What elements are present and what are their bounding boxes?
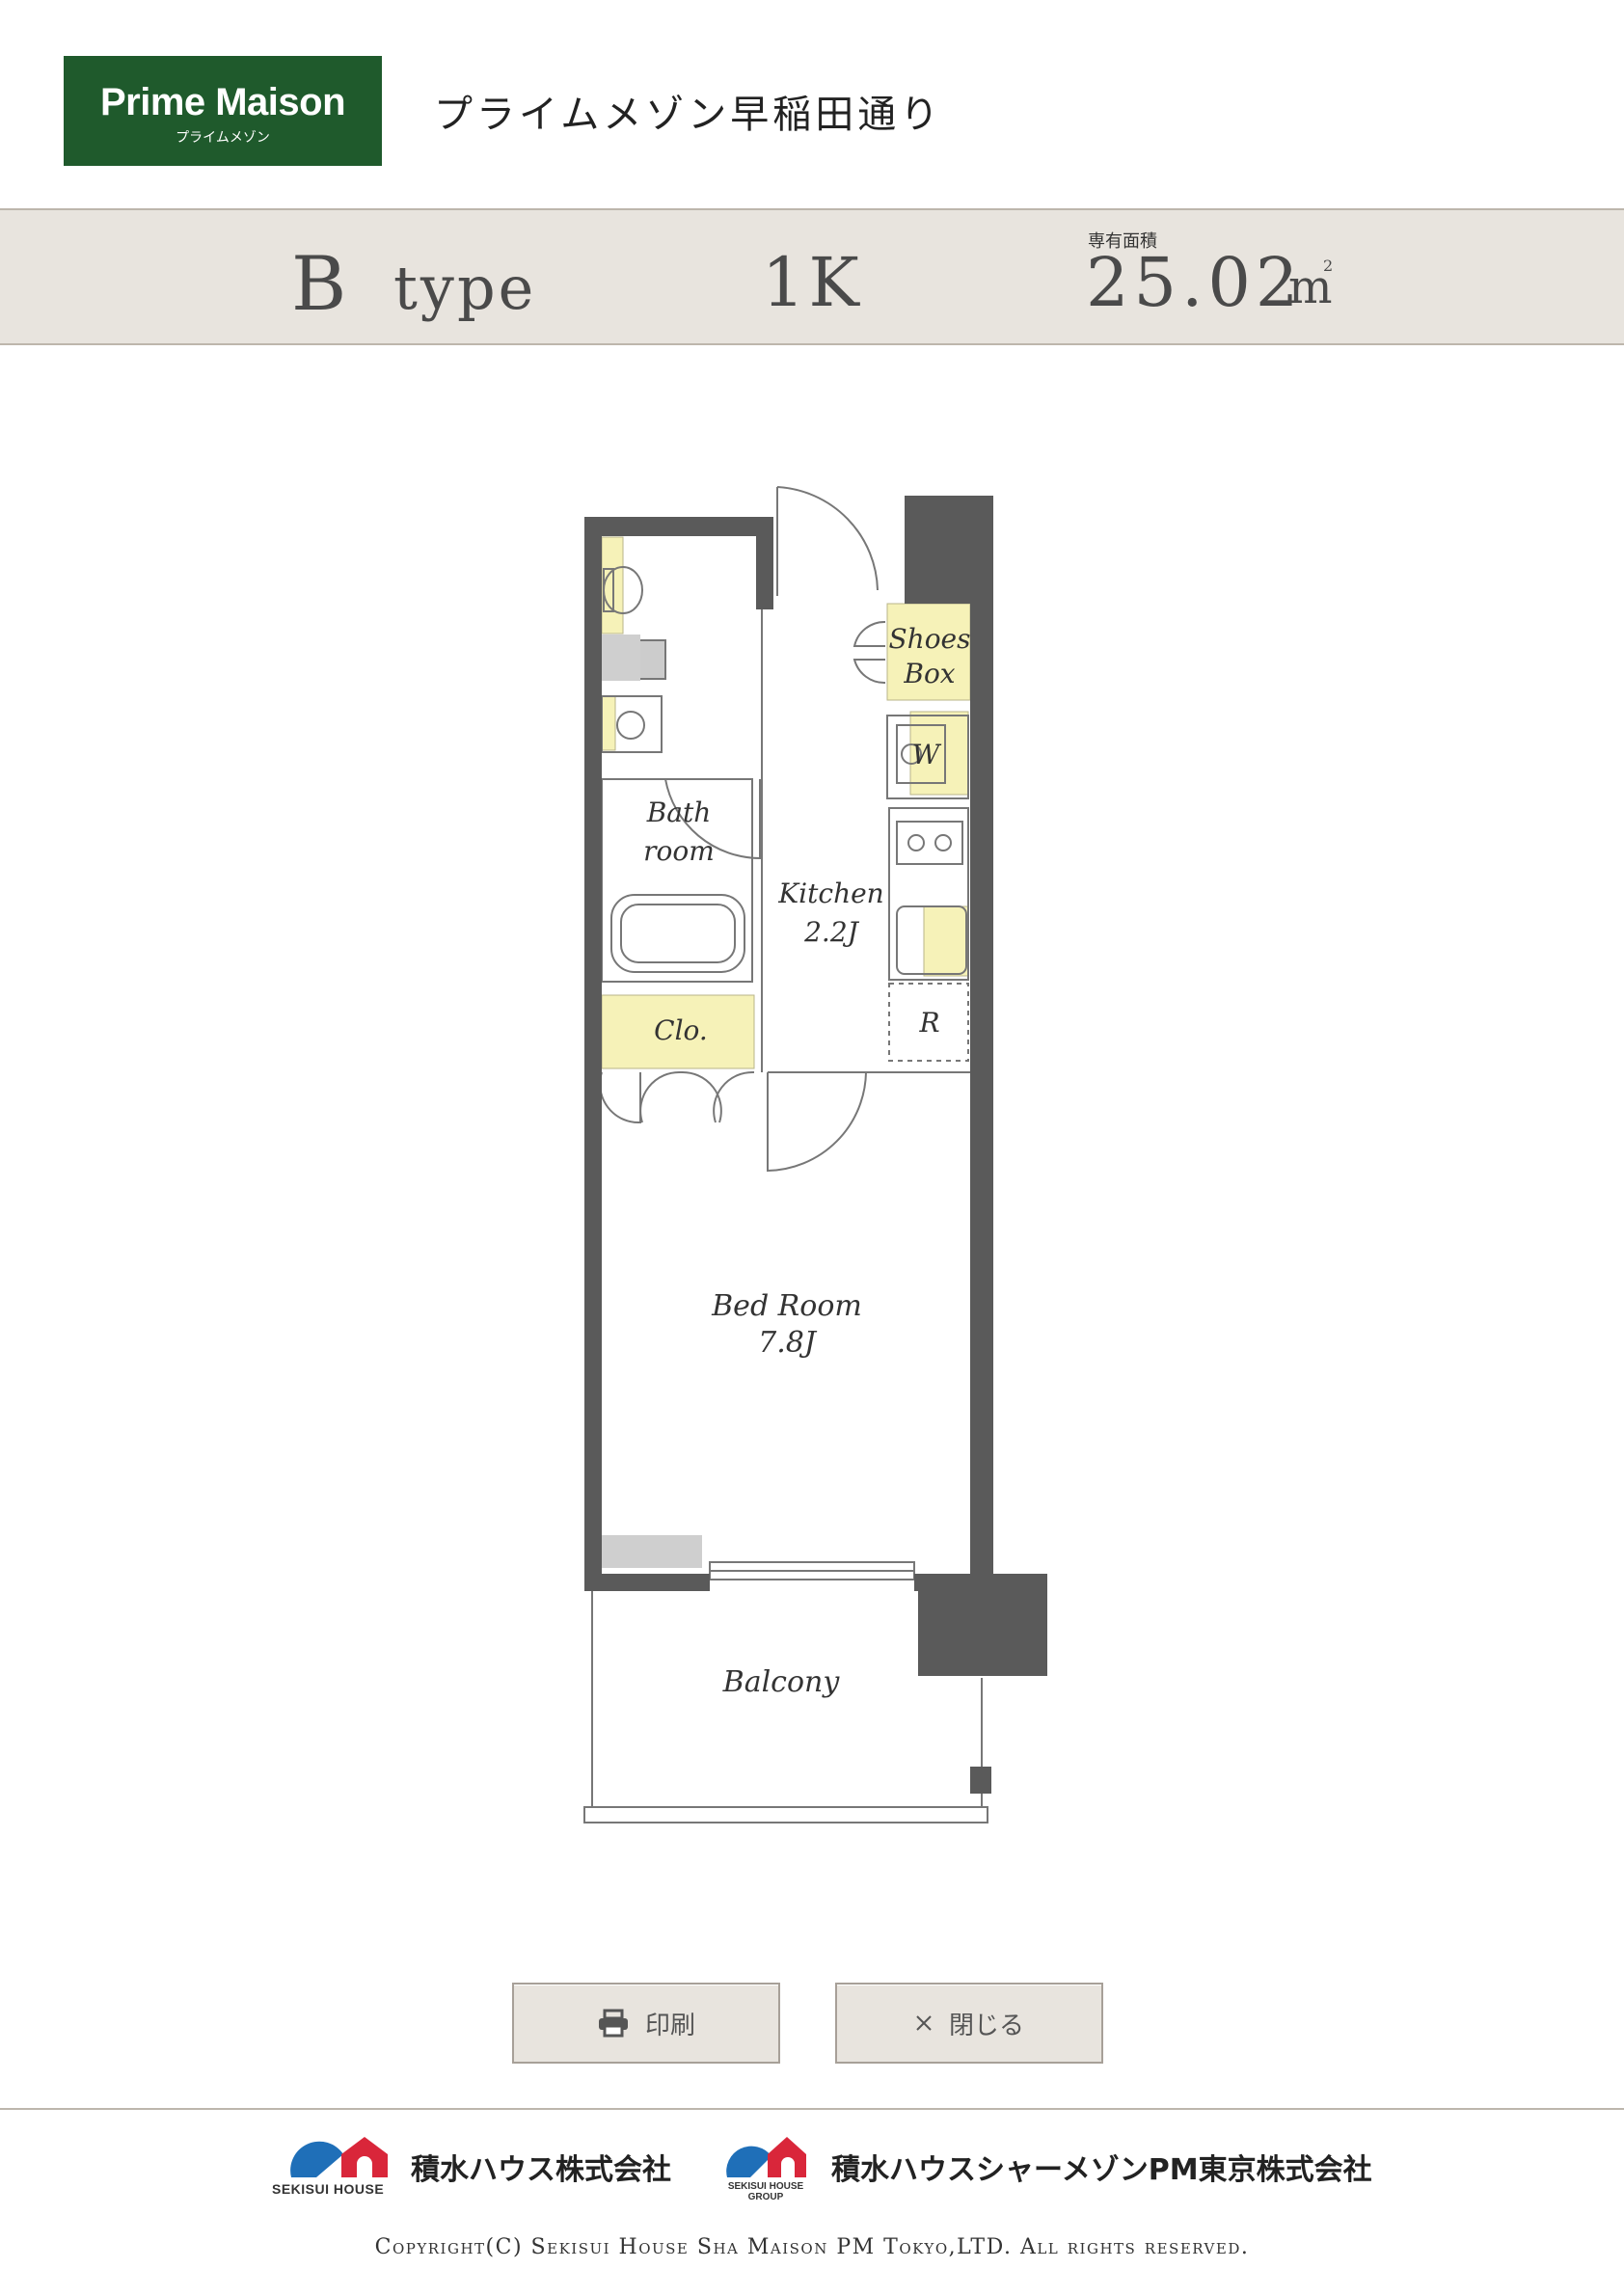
stove xyxy=(896,821,963,865)
bath-door xyxy=(664,778,761,860)
kitchen-sink xyxy=(896,905,967,975)
closet-doors xyxy=(599,1070,755,1124)
sekisui-house-name: 積水ハウス株式会社 xyxy=(411,2153,671,2187)
group-caption-line-1: SEKISUI HOUSE xyxy=(727,2181,804,2192)
unit-layout: 1K xyxy=(762,243,863,322)
bedroom-size-label: 7.8J xyxy=(758,1326,818,1360)
close-label: 閉じる xyxy=(948,2011,1024,2040)
balcony-label: Balcony xyxy=(722,1665,841,1699)
kitchen-counter xyxy=(888,807,969,981)
vanity-basin xyxy=(616,711,645,740)
kitchen-size-label: 2.2J xyxy=(803,916,860,948)
closet-label: Clo. xyxy=(654,1014,708,1046)
kitchen-label: Kitchen xyxy=(777,878,883,909)
bathtub-inner xyxy=(620,904,736,963)
prime-maison-logo: Prime Maison プライムメゾン xyxy=(64,56,382,166)
print-button[interactable]: 印刷 xyxy=(512,1983,780,2064)
fridge xyxy=(888,983,969,1062)
wall-column-bottom xyxy=(918,1574,1047,1676)
burner-right xyxy=(934,834,952,851)
wall-top-step xyxy=(756,517,773,609)
washer-label: W xyxy=(912,739,942,770)
printer-icon xyxy=(597,2009,630,2038)
logo-subtext: プライムメゾン xyxy=(176,130,270,146)
area-label: 専有面積 xyxy=(1088,231,1157,252)
area-value: 25.02 xyxy=(1086,243,1304,322)
close-button[interactable]: 閉じる xyxy=(835,1983,1103,2064)
property-name: プライムメゾン早稲田通り xyxy=(434,93,943,137)
logo-text: Prime Maison xyxy=(99,81,346,123)
burner-left xyxy=(907,834,925,851)
closet xyxy=(601,994,755,1069)
print-label: 印刷 xyxy=(644,2011,695,2040)
window-sill xyxy=(602,1535,702,1568)
bedroom-label: Bed Room xyxy=(711,1289,862,1323)
bath-label-1: Bath xyxy=(646,797,712,828)
sink-block xyxy=(602,635,640,681)
group-caption-line-2: GROUP xyxy=(747,2192,784,2202)
unit-type-word: type xyxy=(393,253,537,323)
shoes-box-label-2: Box xyxy=(903,658,955,689)
balcony-rail xyxy=(583,1806,988,1823)
area-unit: m xyxy=(1288,260,1333,314)
wall-bottom-left xyxy=(584,1574,710,1591)
balcony-post xyxy=(970,1767,991,1794)
sha-maison-pm-tokyo-name: 積水ハウスシャーメゾンPM東京株式会社 xyxy=(831,2153,1372,2187)
wall-right xyxy=(970,496,993,1587)
shoes-box-label-1: Shoes xyxy=(888,623,970,655)
entry-door xyxy=(776,486,879,596)
area-unit-superscript: 2 xyxy=(1323,257,1334,275)
copyright-text: Copyright(C) Sekisui House Sha Maison PM… xyxy=(374,2235,1250,2259)
bath-label-2: room xyxy=(643,835,715,867)
sekisui-house-caption: SEKISUI HOUSE xyxy=(272,2181,385,2197)
close-icon xyxy=(914,2013,934,2033)
unit-info-band xyxy=(0,208,1624,345)
sekisui-house-group-caption: SEKISUI HOUSE GROUP xyxy=(725,2181,806,2202)
sekisui-house-group-logo-mark xyxy=(725,2133,808,2185)
washer-drum xyxy=(896,724,946,784)
washer-circle xyxy=(901,743,922,765)
sekisui-house-logo-mark xyxy=(287,2133,395,2185)
kitchen-accent xyxy=(923,905,969,977)
wall-top xyxy=(584,517,773,536)
vanity-accent xyxy=(601,695,616,751)
unit-type-letter: B xyxy=(291,241,347,328)
wall-left xyxy=(584,517,602,1591)
footer-divider xyxy=(0,2108,1624,2110)
toilet-tank xyxy=(603,568,614,612)
bathtub xyxy=(610,894,745,973)
shoes-box-doors xyxy=(853,620,886,685)
floor-plan: Shoes Box W Bath room Kitchen 2.2J Clo. … xyxy=(583,486,1047,1823)
fridge-label: R xyxy=(918,1007,939,1039)
bedroom-door xyxy=(767,1071,867,1173)
shoes-box xyxy=(886,603,971,701)
washer-box xyxy=(886,715,969,799)
